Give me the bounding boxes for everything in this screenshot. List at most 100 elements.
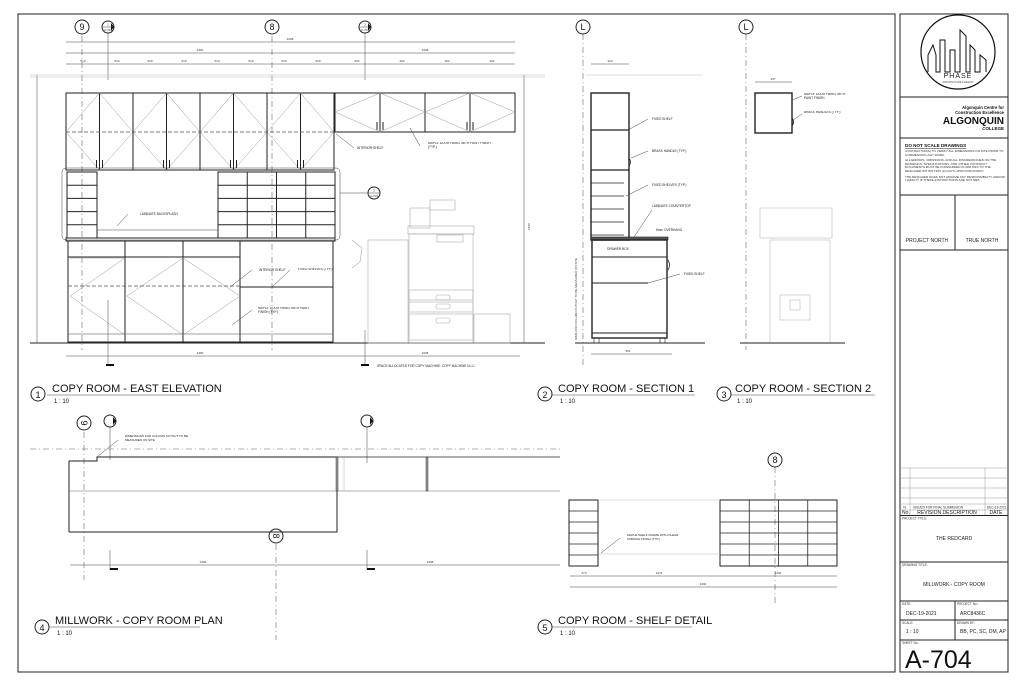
svg-text:4008: 4008 — [287, 37, 294, 41]
grid-bubble-8-shelf: 8 — [767, 452, 783, 468]
true-north-label: TRUE NORTH — [966, 238, 999, 244]
svg-text:DRAWING TITLE:: DRAWING TITLE: — [902, 563, 928, 567]
door-swing — [132, 92, 167, 171]
svg-text:REVISION DESCRIPTION: REVISION DESCRIPTION — [917, 510, 977, 516]
svg-text:FIXED SHELVES (TYP.): FIXED SHELVES (TYP.) — [652, 183, 686, 187]
svg-text:FIXED SHELF: FIXED SHELF — [684, 272, 705, 276]
drawing-title: MILLWORK - COPY ROOM — [923, 582, 985, 588]
section-marker-3: 3 A-704 — [358, 20, 372, 80]
section-marker-1: 1 A-704 — [101, 20, 115, 80]
copy-machine — [351, 199, 511, 344]
svg-text:510: 510 — [147, 59, 152, 63]
upper-cabinets-right — [334, 92, 516, 133]
grid-bubble-8-plan: 8 — [268, 528, 284, 544]
svg-text:ARCHITECTURE & DESIGN: ARCHITECTURE & DESIGN — [943, 81, 974, 84]
svg-text:402: 402 — [354, 59, 359, 63]
svg-text:PROJECT TITLE:: PROJECT TITLE: — [902, 517, 927, 521]
door-swing — [379, 92, 426, 133]
svg-text:COLLEGE: COLLEGE — [982, 126, 1004, 131]
title-block: PHASE ARCHITECTURE & DESIGN Algonquin Ce… — [900, 14, 1008, 674]
svg-text:1 : 10: 1 : 10 — [737, 399, 753, 405]
phase-logo: PHASE ARCHITECTURE & DESIGN — [920, 14, 996, 90]
svg-text:9: 9 — [79, 22, 84, 32]
svg-text:INTERIOR SHELF: INTERIOR SHELF — [259, 268, 285, 272]
svg-text:COPY ROOM - EAST ELEVATION: COPY ROOM - EAST ELEVATION — [52, 383, 222, 395]
svg-text:Algonquin Centre for: Algonquin Centre for — [962, 105, 1004, 110]
svg-text:MILLWORK - COPY ROOM PLAN: MILLWORK - COPY ROOM PLAN — [55, 615, 223, 627]
algonquin-logo: Algonquin Centre for Construction Excell… — [943, 105, 1005, 131]
drawn-by: BB, PC, SC, DM, AP — [960, 629, 1007, 635]
svg-text:402: 402 — [444, 59, 449, 63]
svg-text:8: 8 — [271, 533, 281, 538]
drawing-border — [17, 13, 896, 673]
svg-text:SCALE:: SCALE: — [902, 621, 913, 625]
svg-text:INTERIOR SHELF: INTERIOR SHELF — [357, 146, 383, 150]
svg-text:9: 9 — [79, 420, 89, 425]
svg-text:8: 8 — [772, 455, 777, 465]
section-1-view: L 320 561 FIXED SHELF — [574, 19, 705, 365]
grid-bubble-l-section2: L — [738, 19, 754, 35]
title-block-border — [899, 13, 1009, 673]
view-title-2: 2 COPY ROOM - SECTION 1 1 : 10 — [537, 383, 695, 405]
svg-text:COPY ROOM - SECTION 2: COPY ROOM - SECTION 2 — [735, 383, 871, 395]
svg-text:1 : 10: 1 : 10 — [57, 631, 73, 637]
svg-text:1 : 10: 1 : 10 — [54, 399, 70, 405]
door-swing — [65, 92, 100, 171]
svg-text:3: 3 — [364, 23, 366, 27]
svg-text:2400: 2400 — [197, 48, 204, 52]
svg-text:1500: 1500 — [527, 223, 531, 230]
open-shelving-unit — [61, 167, 341, 241]
svg-text:320: 320 — [607, 59, 612, 63]
project-north-label: PROJECT NORTH — [906, 238, 949, 244]
svg-text:510: 510 — [281, 59, 286, 63]
svg-text:1608: 1608 — [422, 351, 429, 355]
svg-text:4: 4 — [39, 623, 44, 633]
svg-text:A-704: A-704 — [361, 28, 369, 32]
svg-text:337: 337 — [770, 77, 775, 81]
section-marker-5: 5 A-704 — [340, 186, 381, 200]
section-2-view: L 337 MAPLE DOOR PANEL WITH PAINT FINISH… — [738, 19, 845, 350]
shelf-detail-view: 8 273 1073 1204 2400 MAPLE SHELF FRAME W… — [568, 452, 838, 605]
svg-text:402: 402 — [489, 59, 494, 63]
scale-value: 1 : 10 — [906, 629, 919, 635]
svg-text:2400: 2400 — [197, 351, 204, 355]
door-swing — [233, 92, 268, 171]
grid-bubble-9-plan: 9 — [76, 415, 92, 431]
section-marker-plan-3 — [360, 414, 374, 463]
svg-text:510: 510 — [181, 59, 186, 63]
svg-text:510: 510 — [248, 59, 253, 63]
svg-text:L: L — [743, 22, 748, 32]
svg-text:273: 273 — [581, 571, 586, 575]
svg-text:PHASE: PHASE — [944, 73, 973, 80]
svg-text:510: 510 — [315, 59, 320, 63]
svg-text:DATE: DATE — [990, 510, 1004, 516]
elevation-dimensions-top: 4008 2400 1608 510 510 510 510 510 510 5… — [36, 37, 531, 343]
door-swing — [300, 92, 335, 171]
svg-text:2400: 2400 — [200, 560, 207, 564]
svg-text:SPACE ALLOCATED FOR COPY MACHI: SPACE ALLOCATED FOR COPY MACHINE. COPY M… — [377, 364, 476, 368]
copy-room-plan-view: 9 8 2400 1608 DIMENSIONS FOR COLUMN CUTO… — [30, 414, 560, 640]
elevation-notes: INTERIOR SHELF MAPLE DOOR PANEL WITH PAI… — [116, 127, 491, 368]
upper-cabinets-left — [65, 92, 335, 171]
svg-text:COPY ROOM - SHELF DETAIL: COPY ROOM - SHELF DETAIL — [558, 615, 712, 627]
svg-text:PROJECT No.:: PROJECT No.: — [957, 602, 979, 606]
svg-text:Construction Excellence: Construction Excellence — [955, 110, 1005, 115]
section-2-cabinet — [754, 92, 793, 134]
project-number: ARC8436C — [960, 611, 986, 617]
shelf-unit-left — [568, 499, 599, 567]
svg-text:ALGONQUIN: ALGONQUIN — [943, 116, 1004, 127]
svg-text:3: 3 — [721, 390, 726, 400]
svg-text:6mm OVERHANG: 6mm OVERHANG — [656, 228, 683, 232]
svg-text:A-704: A-704 — [370, 194, 378, 198]
door-swing — [99, 92, 134, 171]
view-title-1: 1 COPY ROOM - EAST ELEVATION 1 : 10 — [30, 383, 222, 405]
date-value: DEC-19-2021 — [906, 611, 937, 617]
svg-text:DEC-19-2021: DEC-19-2021 — [987, 506, 1007, 510]
svg-text:5: 5 — [373, 189, 375, 193]
drawing-notes: DO NOT SCALE DRAWINGS CONTRACTOR(S) TO V… — [905, 143, 1005, 182]
svg-text:LAMINATE BACKSPLASH: LAMINATE BACKSPLASH — [140, 212, 179, 216]
svg-text:1 : 10: 1 : 10 — [560, 631, 576, 637]
svg-text:01: 01 — [903, 506, 907, 510]
grid-bubble-9: 9 — [74, 19, 90, 35]
door-swing — [469, 92, 516, 133]
